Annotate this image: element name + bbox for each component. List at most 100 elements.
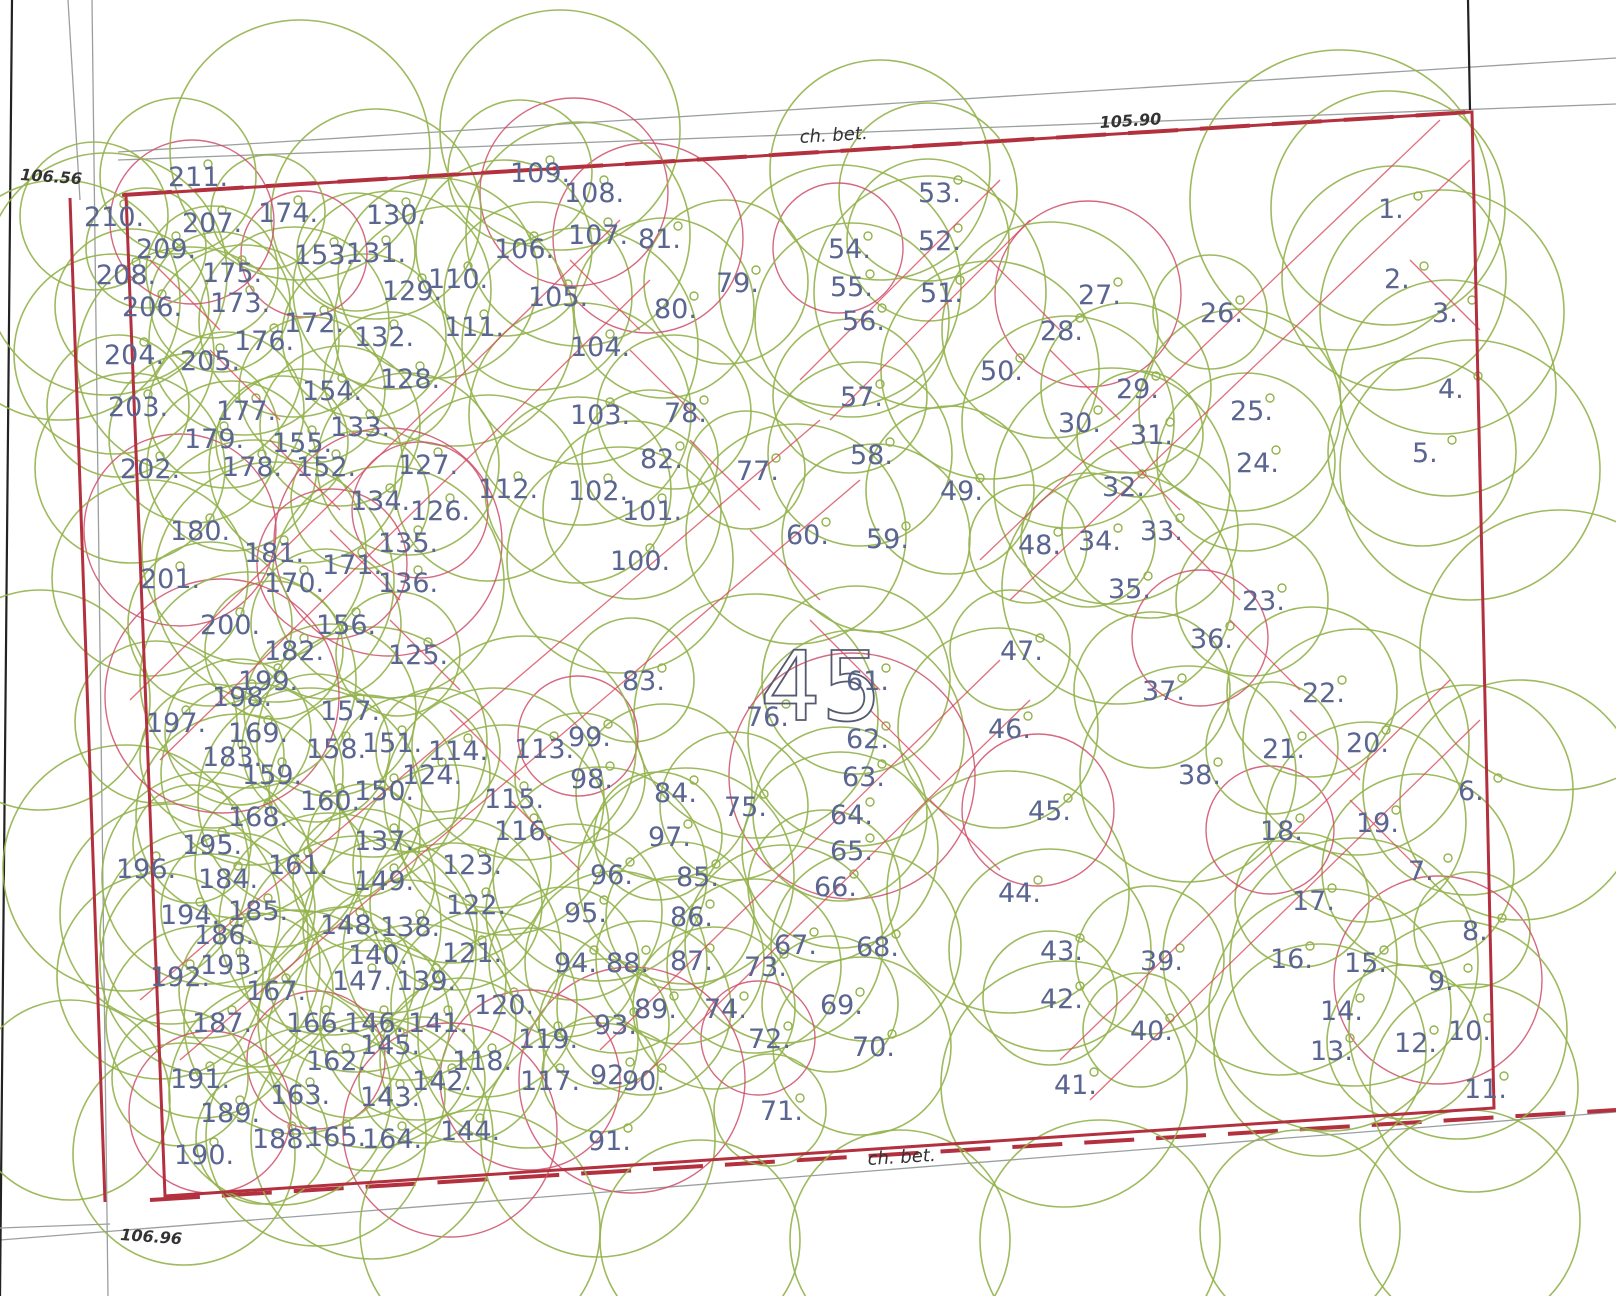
tree-trunk-marker bbox=[1443, 853, 1453, 863]
tree-trunk-marker bbox=[217, 827, 227, 837]
tree-number-label: 170. bbox=[264, 568, 324, 599]
tree-trunk-marker bbox=[809, 927, 819, 937]
tree-canopy bbox=[728, 652, 976, 900]
tree-canopy bbox=[352, 764, 552, 964]
tree-number-label: 84. bbox=[654, 778, 697, 809]
removal-hatch-line bbox=[509, 799, 581, 871]
tree-number-label: 165. bbox=[306, 1122, 366, 1153]
road-centerline-bottom bbox=[149, 1108, 1616, 1202]
tree-canopy bbox=[379, 977, 545, 1143]
tree-number-label: 174. bbox=[258, 198, 318, 229]
tree-canopy bbox=[948, 848, 1152, 1052]
tree-canopy bbox=[575, 703, 753, 881]
plot-boundary-left-outer bbox=[68, 197, 107, 1203]
tree-number-label: 197. bbox=[146, 708, 206, 739]
tree-trunk-marker bbox=[657, 663, 667, 673]
tree-canopy bbox=[761, 585, 951, 775]
tree-number-label: 199. bbox=[238, 666, 298, 697]
tree-number-label: 201. bbox=[140, 564, 200, 595]
tree-canopy bbox=[296, 192, 416, 312]
tree-canopy bbox=[351, 441, 489, 579]
tree-number-label: 180. bbox=[170, 516, 230, 547]
removal-hatch-line bbox=[599, 659, 1001, 1051]
tree-canopy bbox=[358, 1016, 486, 1144]
tree-number-label: 132. bbox=[354, 322, 414, 353]
tree-trunk-marker bbox=[1175, 513, 1185, 523]
tree-canopy bbox=[1281, 165, 1507, 391]
tree-canopy bbox=[684, 844, 884, 1044]
removal-hatch-line bbox=[1009, 159, 1471, 601]
tree-canopy bbox=[265, 939, 475, 1149]
tree-canopy bbox=[99, 829, 309, 1039]
tree-trunk-marker bbox=[555, 1063, 565, 1073]
tree-number-label: 121. bbox=[442, 938, 502, 969]
tree-canopy bbox=[961, 733, 1115, 887]
tree-canopies-layer bbox=[0, 9, 1616, 1296]
tree-canopy bbox=[359, 1109, 601, 1296]
tree-number-label: 150. bbox=[354, 776, 414, 807]
tree-canopy bbox=[194, 780, 362, 948]
tree-trunk-marker bbox=[519, 781, 529, 791]
tree-trunk-marker bbox=[887, 1029, 897, 1039]
tree-canopy bbox=[250, 548, 402, 700]
tree-canopy bbox=[880, 260, 1100, 480]
tree-canopy bbox=[1369, 983, 1579, 1193]
tree-number-label: 67. bbox=[774, 930, 817, 961]
tree-trunk-marker bbox=[783, 1021, 793, 1031]
tree-canopy bbox=[1162, 840, 1398, 1076]
tree-trunk-marker bbox=[1113, 523, 1123, 533]
tree-number-label: 204. bbox=[104, 340, 164, 371]
tree-trunk-marker bbox=[881, 663, 891, 673]
tree-trunk-marker bbox=[263, 799, 273, 809]
tree-canopy bbox=[1001, 471, 1235, 705]
tree-number-label: 126. bbox=[410, 496, 470, 527]
tree-number-label: 200. bbox=[200, 610, 260, 641]
elevation-label-top-left: 106.56 bbox=[20, 165, 83, 188]
road-edge-top-outer bbox=[117, 57, 1616, 153]
tree-trunk-marker bbox=[669, 991, 679, 1001]
tree-trunk-marker bbox=[155, 451, 165, 461]
tree-trunk-marker bbox=[143, 389, 153, 399]
tree-canopy bbox=[342, 842, 562, 1062]
tree-number-label: 131. bbox=[346, 238, 406, 269]
tree-number-label: 52. bbox=[918, 226, 961, 257]
tree-number-label: 164. bbox=[362, 1124, 422, 1155]
tree-canopy bbox=[105, 925, 299, 1119]
tree-trunk-marker bbox=[1075, 933, 1085, 943]
tree-number-label: 173. bbox=[210, 288, 270, 319]
tree-trunk-marker bbox=[865, 797, 875, 807]
tree-canopy bbox=[160, 832, 316, 988]
tree-canopy bbox=[197, 687, 423, 913]
tree-number-label: 181. bbox=[244, 538, 304, 569]
tree-trunk-marker bbox=[445, 493, 455, 503]
tree-trunk-marker bbox=[1429, 1025, 1439, 1035]
tree-canopy bbox=[439, 9, 681, 251]
tree-trunk-marker bbox=[385, 483, 395, 493]
tree-number-label: 102. bbox=[568, 476, 628, 507]
tree-trunk-marker bbox=[433, 447, 443, 457]
tree-number-label: 75. bbox=[724, 792, 767, 823]
tree-trunk-marker bbox=[307, 425, 317, 435]
tree-number-label: 114. bbox=[428, 736, 488, 767]
tree-canopy bbox=[666, 878, 842, 1054]
tree-number-label: 178. bbox=[222, 452, 282, 483]
tree-number-label: 63. bbox=[842, 762, 885, 793]
tree-canopy bbox=[596, 334, 752, 490]
tree-canopy bbox=[569, 617, 695, 743]
tree-trunk-marker bbox=[205, 513, 215, 523]
tree-number-label: 148. bbox=[320, 910, 380, 941]
tree-trunk-marker bbox=[279, 535, 289, 545]
tree-number-label: 149. bbox=[354, 866, 414, 897]
tree-number-label: 156. bbox=[316, 610, 376, 641]
tree-trunk-marker bbox=[877, 303, 887, 313]
tree-canopy bbox=[1082, 972, 1198, 1088]
tree-number-label: 205. bbox=[180, 346, 240, 377]
tree-trunk-marker bbox=[553, 1021, 563, 1031]
tree-number-label: 107. bbox=[568, 220, 628, 251]
tree-trunk-marker bbox=[625, 1057, 635, 1067]
tree-trunk-marker bbox=[1165, 417, 1175, 427]
tree-canopy bbox=[1327, 357, 1517, 547]
tree-number-label: 29. bbox=[1116, 374, 1159, 405]
tree-number-label: 27. bbox=[1078, 280, 1121, 311]
tree-number-label: 1. bbox=[1378, 194, 1404, 225]
